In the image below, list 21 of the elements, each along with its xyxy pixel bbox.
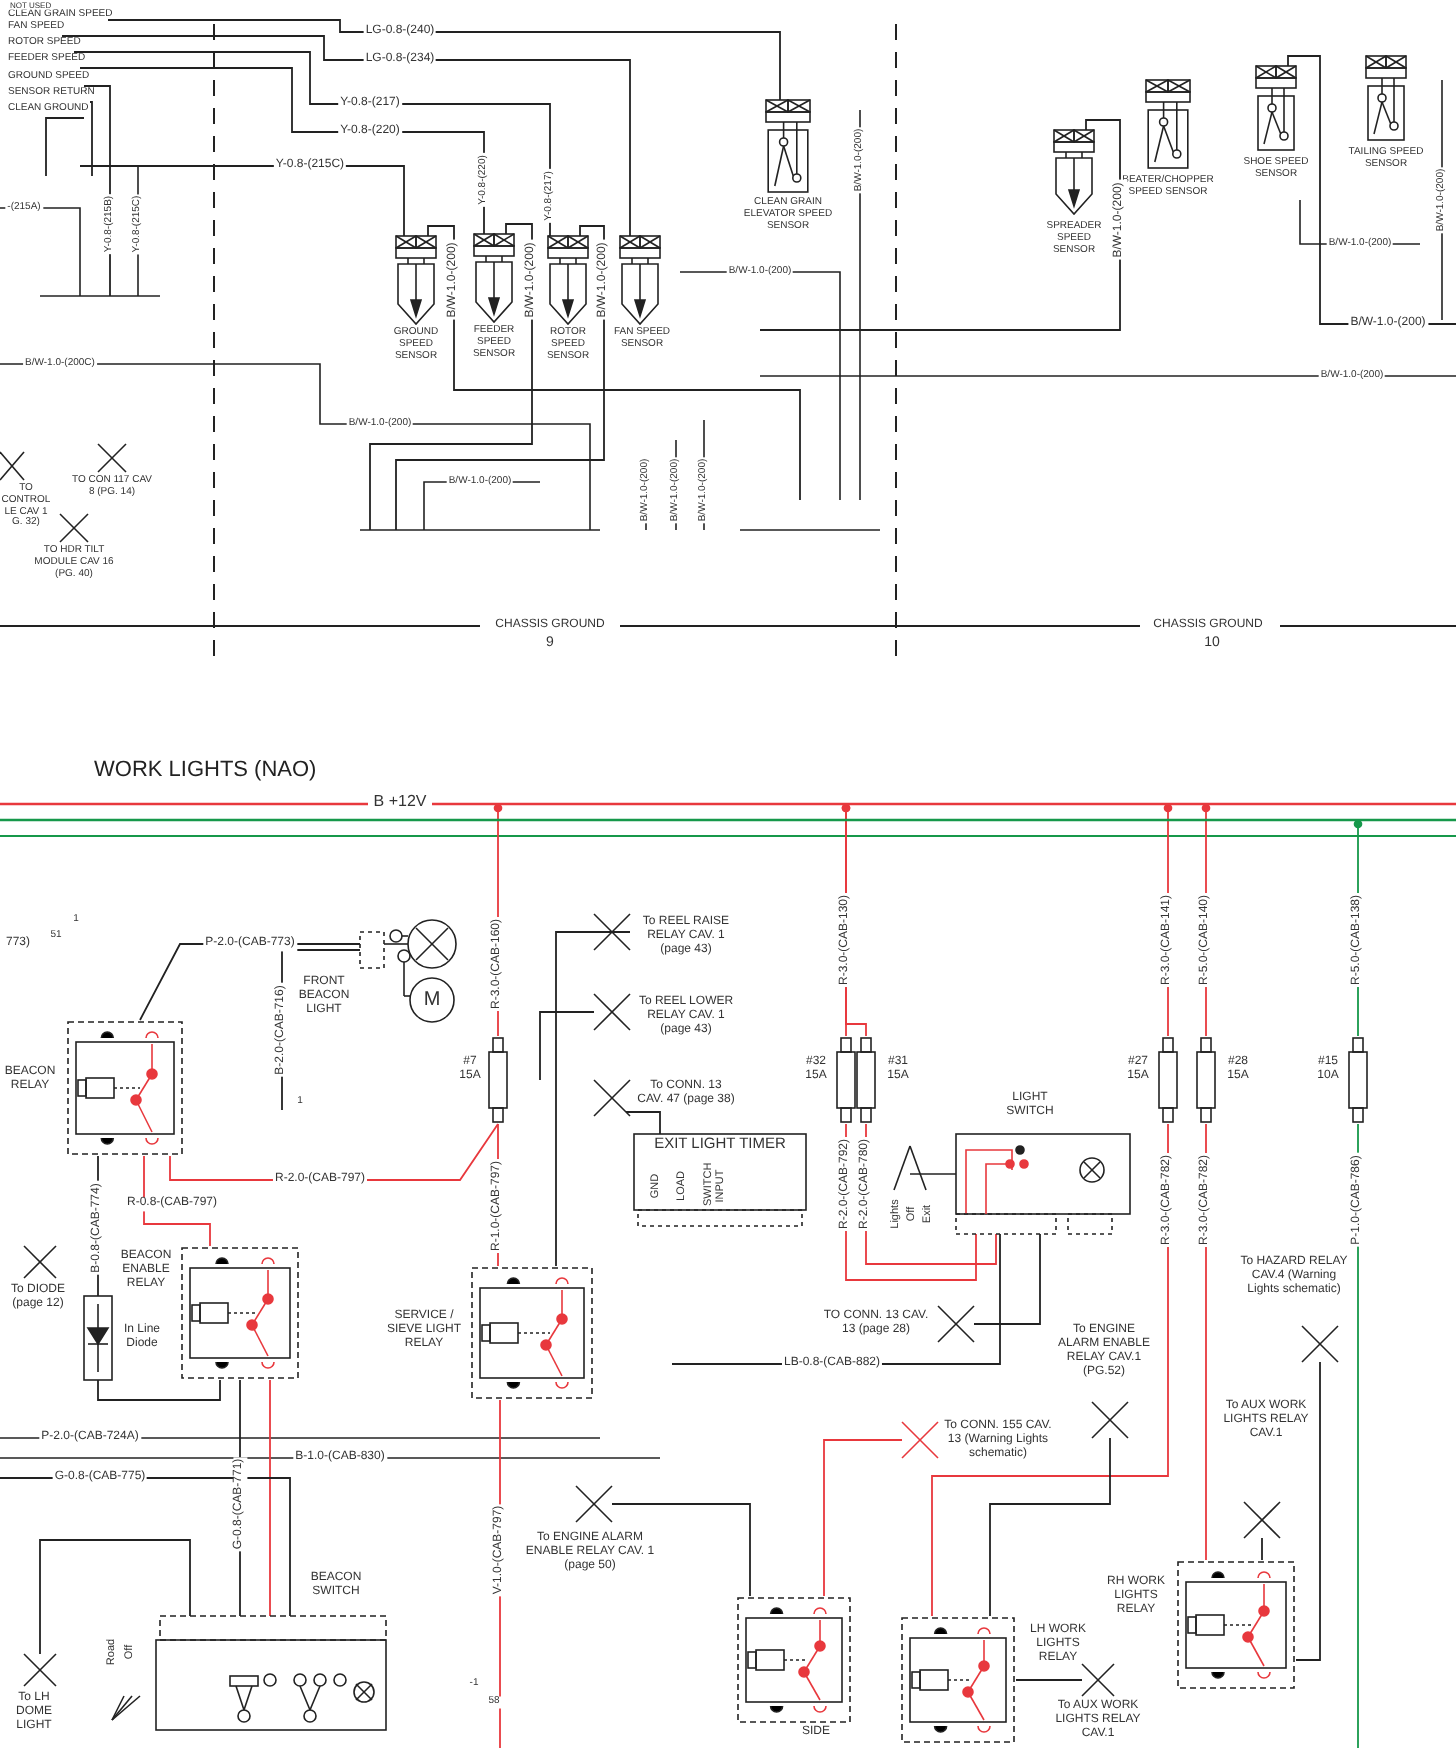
wire <box>625 1111 661 1135</box>
wire <box>89 101 93 177</box>
wire <box>97 1379 221 1401</box>
wire <box>539 1011 595 1081</box>
motor-label: M <box>421 989 443 1011</box>
wire <box>555 931 631 1267</box>
wire <box>823 1439 903 1597</box>
wire <box>61 35 631 237</box>
wire <box>39 1539 191 1655</box>
wire <box>1015 1679 1083 1681</box>
diagram-title: WORK LIGHTS (NAO) <box>94 758 317 782</box>
wire <box>1295 1361 1321 1661</box>
wire <box>973 1233 1041 1325</box>
wire <box>989 1437 1111 1617</box>
wire <box>611 1503 751 1597</box>
wire <box>143 1155 211 1247</box>
wire <box>107 19 781 101</box>
wire <box>269 1379 271 1617</box>
wire <box>45 117 85 177</box>
wire <box>1261 1537 1263 1561</box>
component-label: B +12V <box>368 792 432 811</box>
